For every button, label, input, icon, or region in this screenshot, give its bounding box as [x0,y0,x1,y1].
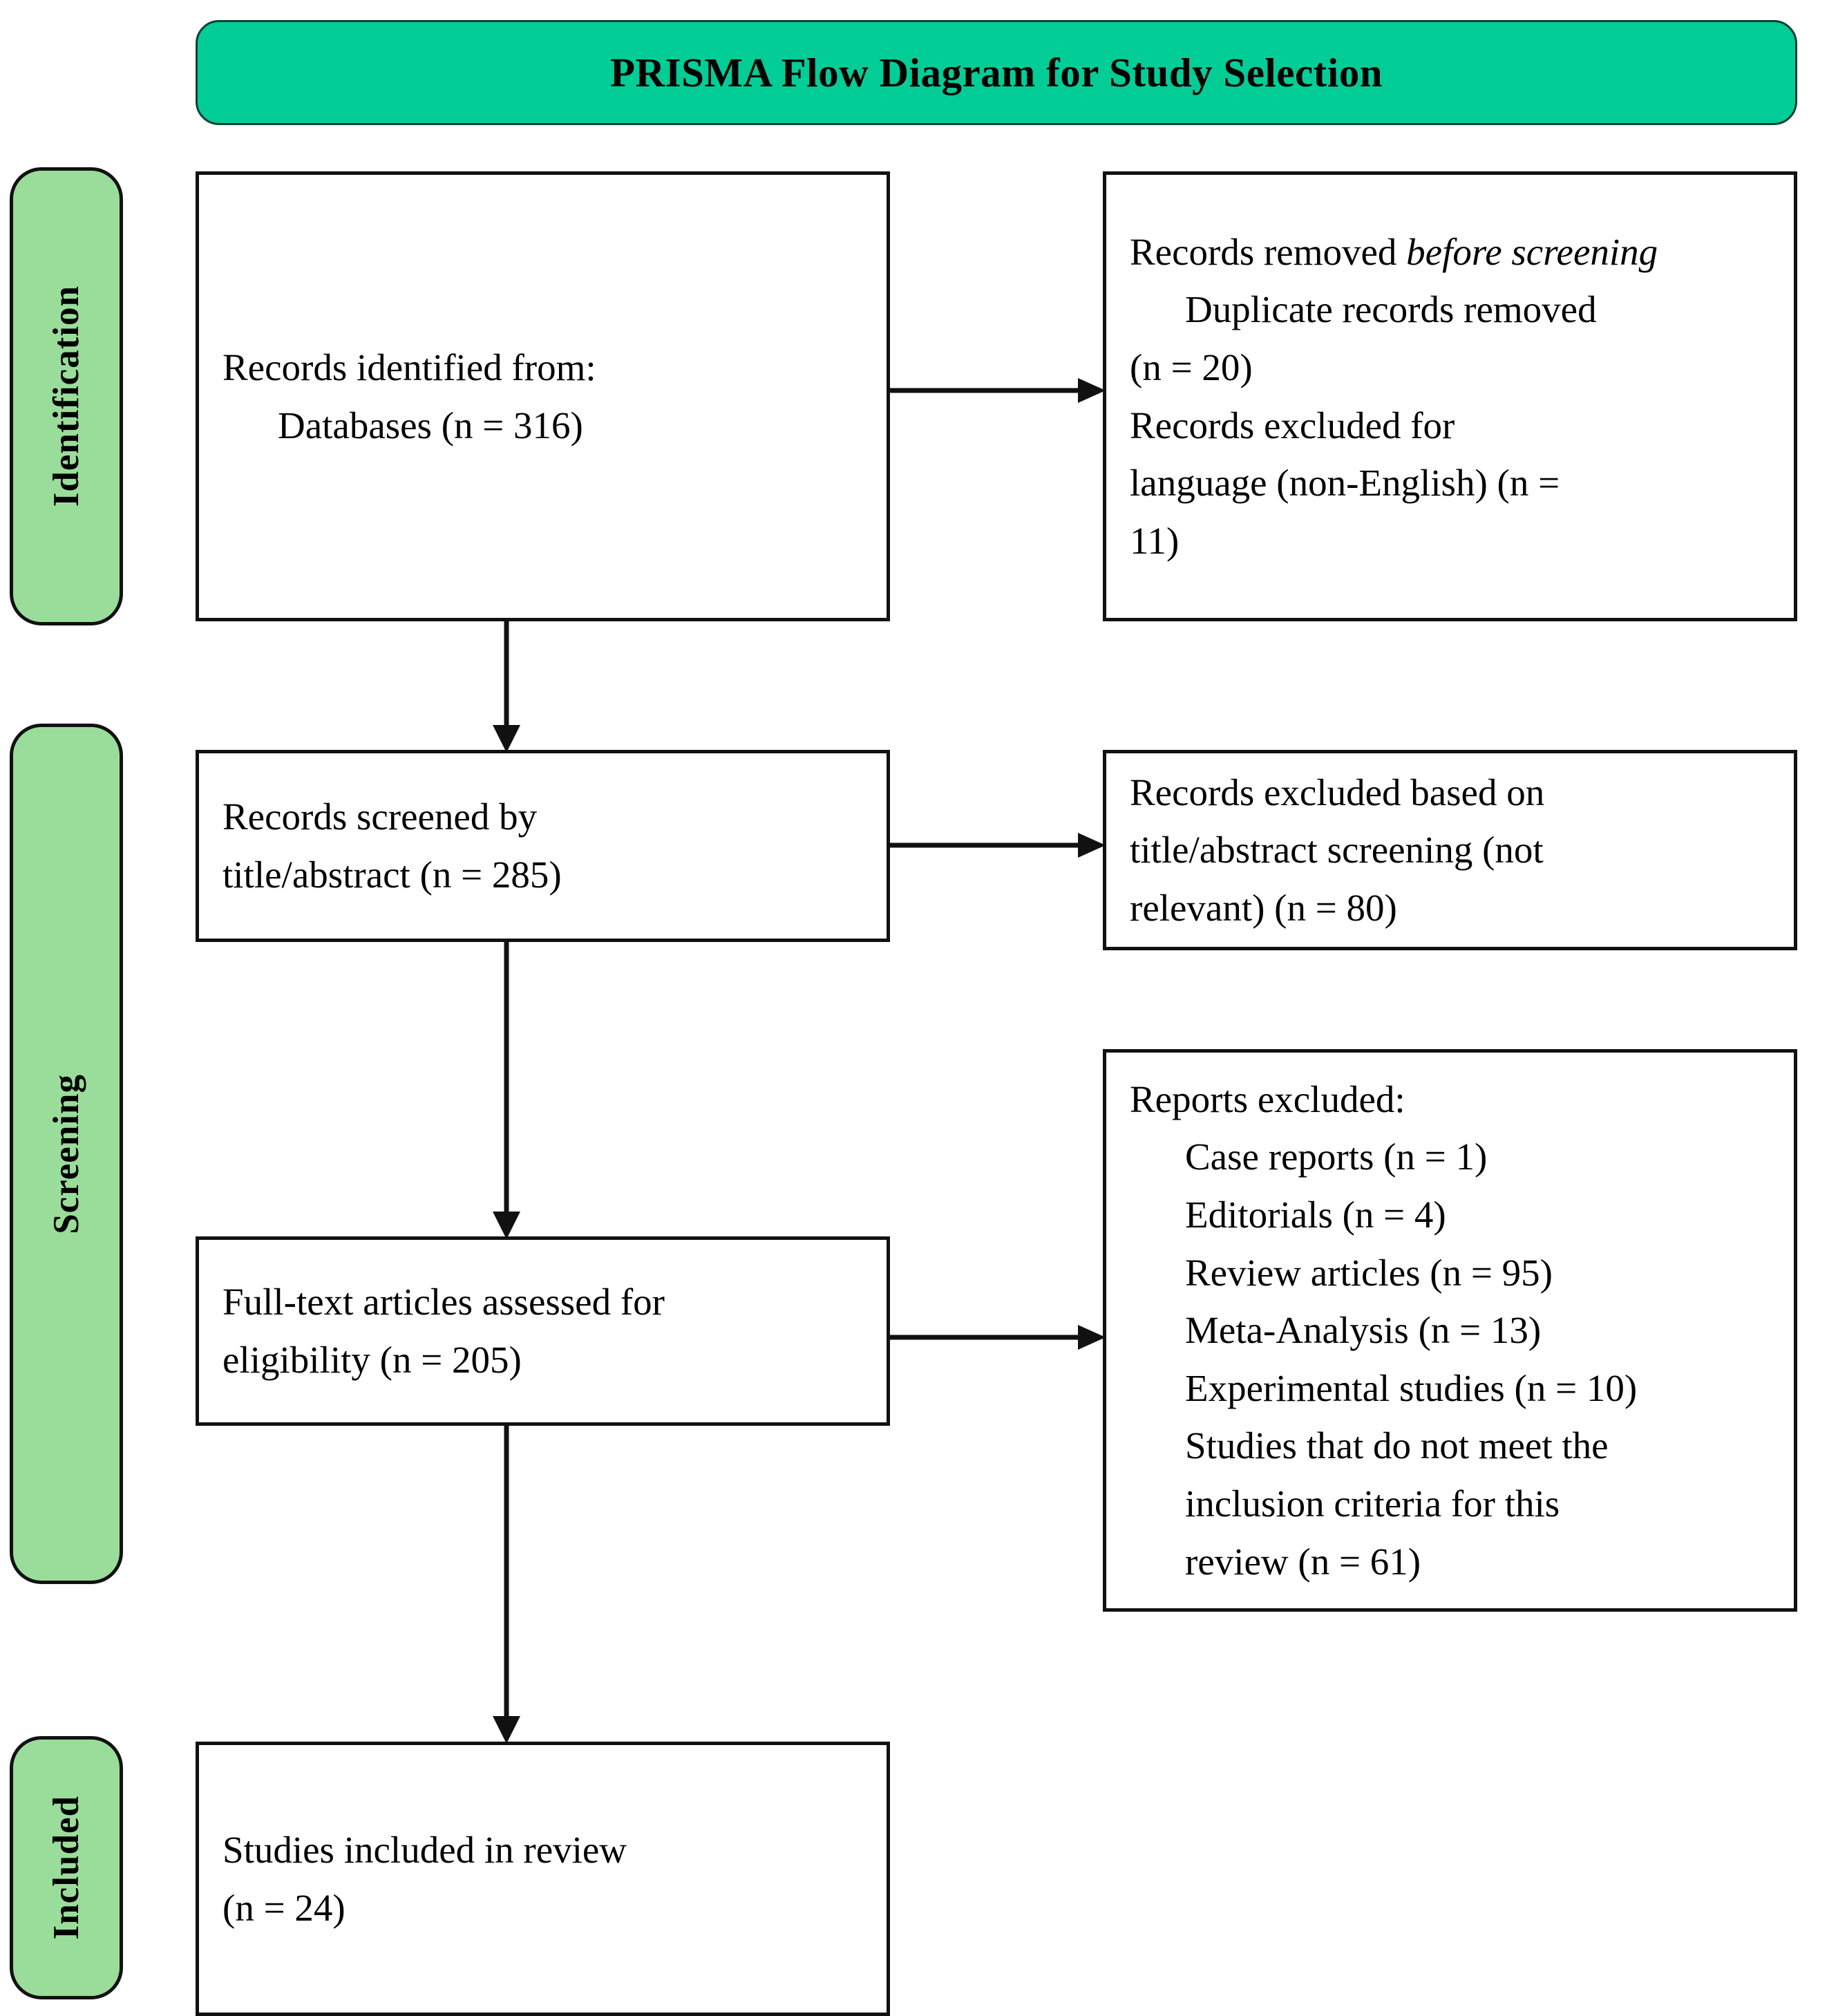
arrow-down-identified-to-screened [492,621,521,753]
box-studies-included: Studies included in review (n = 24) [196,1742,890,2016]
box-line: eligibility (n = 205) [222,1339,522,1381]
box-line: Studies that do not meet the [1185,1424,1609,1467]
box-line: Meta-Analysis (n = 13) [1185,1309,1542,1352]
box-line: language (non-English) (n = [1130,462,1560,505]
box-records-removed-before-screening: Records removed before screening Duplica… [1103,171,1797,621]
box-line: Duplicate records removed [1185,288,1597,331]
box-line: title/abstract (n = 285) [222,854,562,896]
stage-label-included-text: Included [46,1796,86,1940]
stage-label-identification-text: Identification [46,285,86,507]
box-line: 11) [1130,519,1180,562]
diagram-title-banner: PRISMA Flow Diagram for Study Selection [196,20,1797,125]
box-line: Case reports (n = 1) [1185,1136,1488,1178]
box-records-excluded-screening: Records excluded based on title/abstract… [1103,750,1797,950]
box-line-emphasis: before screening [1406,230,1658,273]
box-line: review (n = 61) [1185,1540,1421,1583]
box-line: Records excluded based on [1130,771,1545,813]
box-records-screened: Records screened by title/abstract (n = … [196,750,890,942]
page-title: PRISMA Flow Diagram for Study Selection [609,49,1383,95]
box-line: Studies included in review [222,1828,627,1871]
box-reports-excluded: Reports excluded: Case reports (n = 1) E… [1103,1049,1797,1612]
box-line: Review articles (n = 95) [1185,1251,1553,1294]
box-line: Records removed before screening [1130,223,1770,281]
box-line: inclusion criteria for this [1185,1482,1560,1525]
box-line: title/abstract screening (not [1130,829,1544,872]
stage-label-included: Included [10,1736,123,1999]
stage-label-identification: Identification [10,167,123,625]
box-line: Records identified from: [222,346,596,388]
box-line: (n = 20) [1130,346,1253,388]
box-records-identified: Records identified from: Databases (n = … [196,171,890,621]
box-line: Editorials (n = 4) [1185,1194,1446,1236]
box-fulltext-assessed: Full-text articles assessed for eligibil… [196,1236,890,1426]
arrow-right-fulltext-to-reports-excluded [890,1323,1106,1351]
arrow-down-fulltext-to-included [492,1426,521,1744]
stage-label-screening: Screening [10,724,123,1584]
stage-label-screening-text: Screening [46,1073,86,1234]
box-line: Records screened by [222,795,538,838]
box-line-text: Records removed [1130,230,1407,273]
box-line: Databases (n = 316) [278,404,583,446]
arrow-right-screened-to-excluded [890,831,1106,859]
arrow-right-identified-to-removed [890,377,1106,404]
box-line: Full-text articles assessed for [222,1281,665,1323]
box-line: (n = 24) [222,1886,345,1929]
box-line: Records excluded for [1130,404,1455,446]
box-line: Reports excluded: [1130,1077,1405,1120]
arrow-down-screened-to-fulltext [492,942,521,1239]
box-line: relevant) (n = 80) [1130,886,1397,929]
box-line: Experimental studies (n = 10) [1185,1366,1638,1409]
